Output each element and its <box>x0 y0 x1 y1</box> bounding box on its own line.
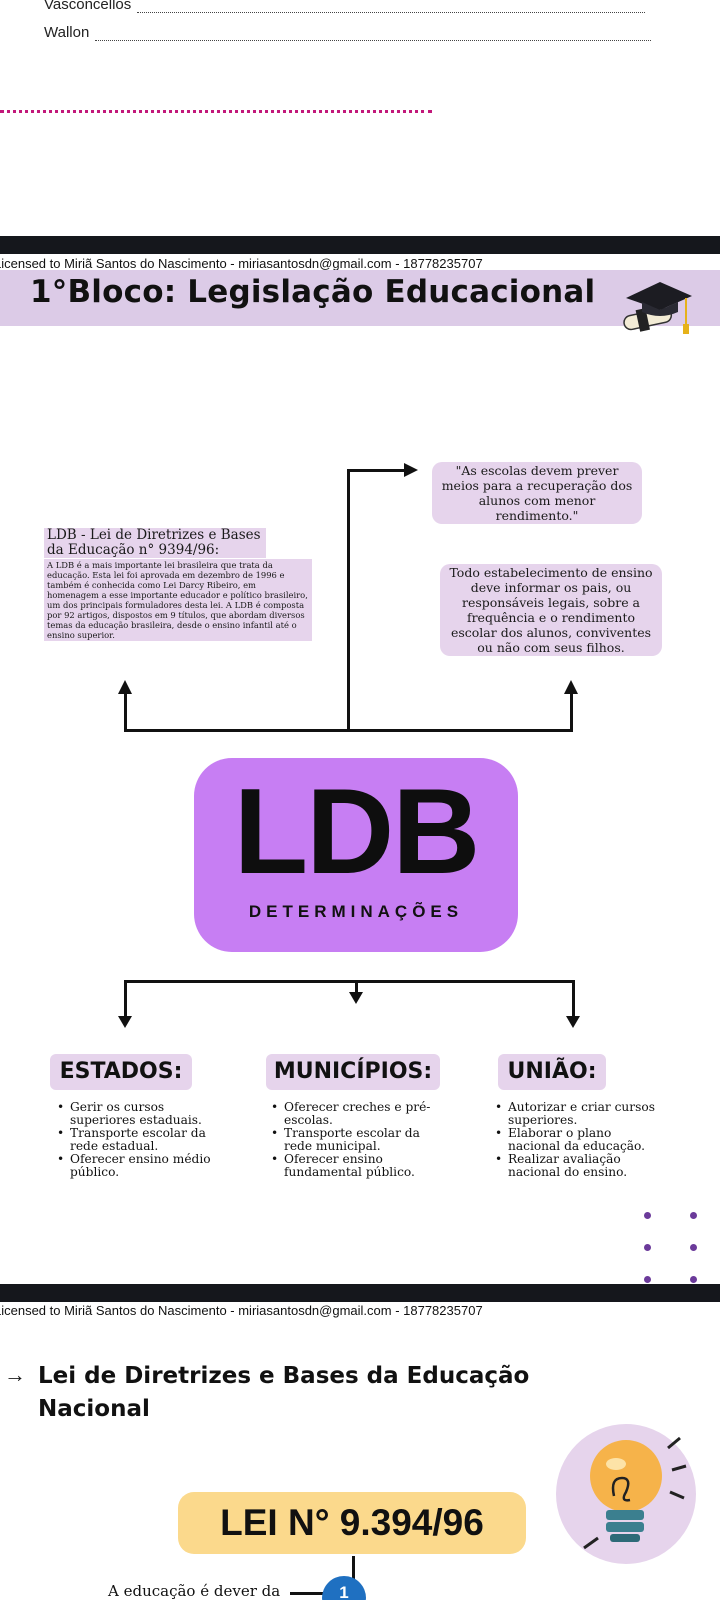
education-duty-text: A educação é dever da <box>108 1582 281 1600</box>
arrow-right-icon <box>404 463 418 477</box>
list-item: Gerir os cursos superiores estaduais. <box>54 1101 224 1127</box>
label-estados: ESTADOS: <box>50 1054 192 1090</box>
connector-line <box>124 980 127 1018</box>
form-line-vasconcellos: Vasconcellos <box>44 0 646 13</box>
decorative-dot <box>690 1212 697 1219</box>
decorative-dot <box>644 1244 651 1251</box>
lightbulb-icon <box>583 1436 687 1550</box>
ldb-body-text: A LDB é a mais importante lei brasileira… <box>44 559 312 641</box>
graduation-cap-icon <box>623 282 692 334</box>
list-uniao: Autorizar e criar cursos superiores. Ela… <box>492 1101 664 1179</box>
connector-line <box>347 469 409 472</box>
dotted-fill <box>95 29 652 41</box>
arrow-down-icon <box>566 1016 580 1028</box>
connector-line <box>570 690 573 732</box>
ldb-heading: LDB - Lei de Diretrizes e Bases da Educa… <box>44 528 266 558</box>
form-label: Wallon <box>44 24 90 41</box>
page-break <box>0 1284 720 1302</box>
list-item: Transporte escolar da rede municipal. <box>268 1127 442 1153</box>
connector-line <box>347 469 350 731</box>
decorative-dot <box>690 1244 697 1251</box>
list-item: Oferecer creches e pré-escolas. <box>268 1101 442 1127</box>
decorative-dot <box>644 1276 651 1283</box>
arrow-down-icon <box>349 992 363 1004</box>
label-uniao: UNIÃO: <box>498 1054 606 1090</box>
dotted-divider <box>0 110 432 113</box>
ldb-subheading: DETERMINAÇÕES <box>248 902 464 921</box>
list-item: Transporte escolar da rede estadual. <box>54 1127 224 1153</box>
lei-number-badge: LEI N° 9.394/96 <box>178 1492 526 1554</box>
license-text: Licensed to Miriã Santos do Nascimento -… <box>0 1303 483 1318</box>
ldb-description: LDB - Lei de Diretrizes e Bases da Educa… <box>44 528 312 641</box>
list-item: Autorizar e criar cursos superiores. <box>492 1101 664 1127</box>
connector-line <box>124 980 574 983</box>
arrow-right-icon: → <box>4 1362 26 1387</box>
ldb-card <box>194 758 518 952</box>
arrow-up-icon <box>564 680 578 694</box>
decorative-dot <box>644 1212 651 1219</box>
quote-recuperacao: "As escolas devem prever meios para a re… <box>432 462 642 524</box>
form-line-wallon: Wallon <box>44 24 652 41</box>
connector-line <box>572 980 575 1018</box>
connector-line <box>290 1592 324 1595</box>
list-item: Elaborar o plano nacional da educação. <box>492 1127 664 1153</box>
title-band <box>0 270 720 326</box>
list-item: Realizar avaliação nacional do ensino. <box>492 1153 664 1179</box>
connector-line <box>124 690 127 732</box>
list-item: Oferecer ensino médio público. <box>54 1153 224 1179</box>
license-text: Licensed to Miriã Santos do Nascimento -… <box>0 256 483 271</box>
page-title: 1°Bloco: Legislação Educacional <box>30 274 596 310</box>
arrow-down-icon <box>118 1016 132 1028</box>
arrow-up-icon <box>118 680 132 694</box>
quote-informar-pais: Todo estabelecimento de ensino deve info… <box>440 564 662 656</box>
section-title: Lei de Diretrizes e Bases da Educação Na… <box>38 1363 530 1422</box>
connector-line <box>355 980 358 993</box>
step-number-badge: 1 <box>322 1576 366 1600</box>
list-item: Oferecer ensino fundamental público. <box>268 1153 442 1179</box>
connector-line <box>124 729 572 732</box>
form-label: Vasconcellos <box>44 0 132 13</box>
label-municipios: MUNICÍPIOS: <box>266 1054 440 1090</box>
decorative-dot <box>690 1276 697 1283</box>
ldb-heading-big: LDB <box>233 763 481 899</box>
dotted-fill <box>137 1 646 13</box>
page-break <box>0 236 720 254</box>
list-estados: Gerir os cursos superiores estaduais. Tr… <box>54 1101 224 1179</box>
list-municipios: Oferecer creches e pré-escolas. Transpor… <box>268 1101 442 1179</box>
